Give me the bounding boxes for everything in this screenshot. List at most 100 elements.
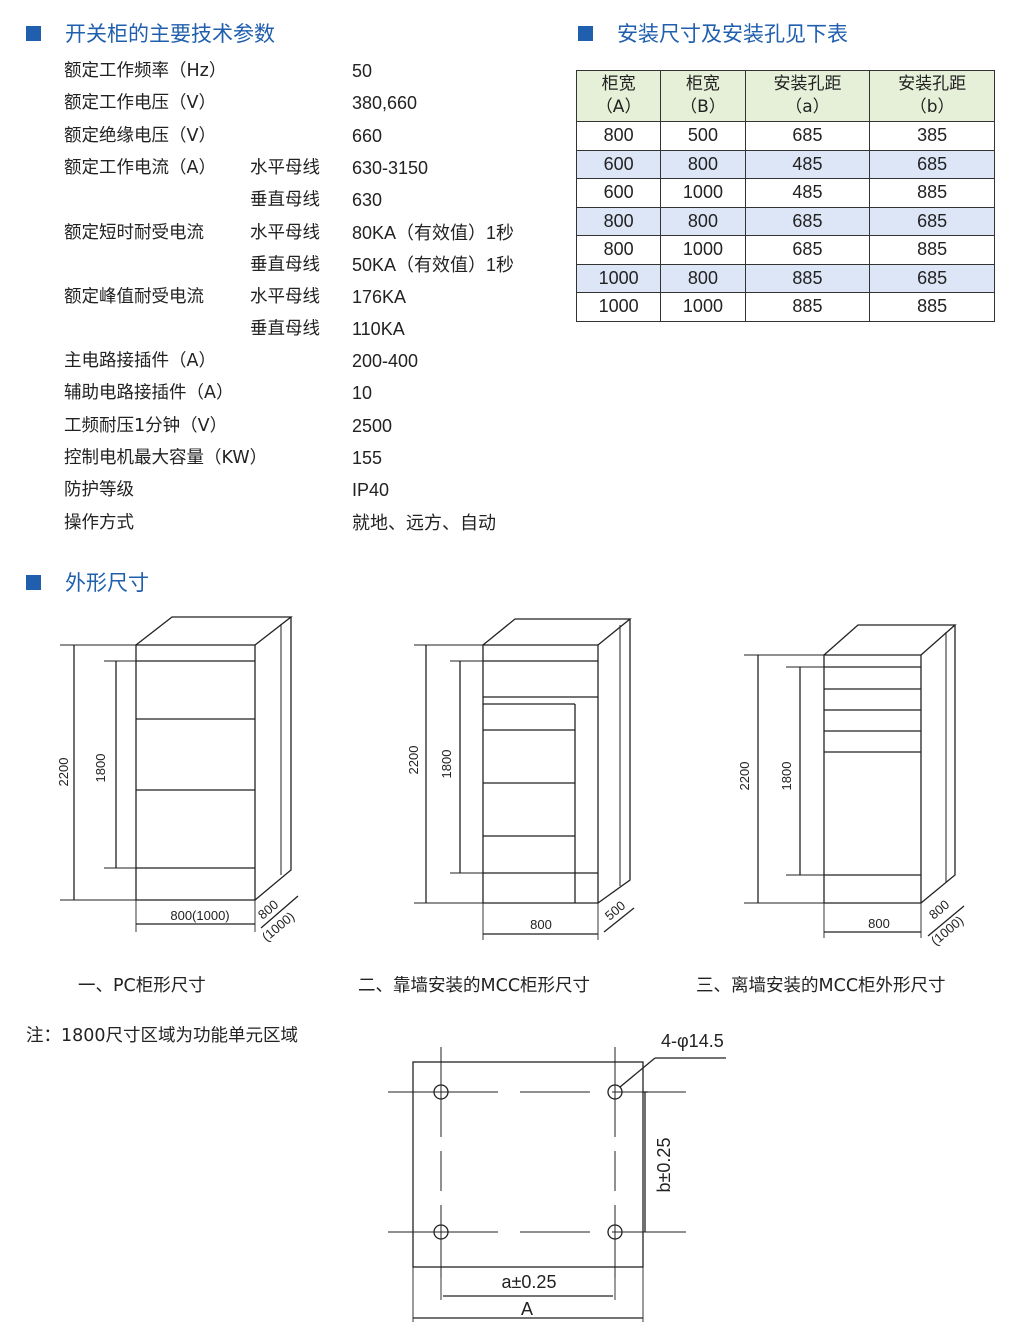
param-value: 660	[352, 126, 383, 146]
table-cell: 385	[869, 121, 995, 151]
dim-label-1800: 1800	[93, 754, 108, 783]
dim-line-depth	[927, 905, 965, 937]
param-value: 10	[352, 383, 373, 403]
mount-hole-icon	[433, 1224, 449, 1240]
table-cell: 885	[869, 292, 995, 322]
cabinet-top	[135, 616, 293, 646]
param-value: 80KA（有效值）1秒	[352, 223, 515, 243]
param-label: 防护等级	[64, 480, 134, 500]
dim-label-1800: 1800	[779, 762, 794, 791]
table-cell: 800	[660, 149, 746, 179]
header-line: （B）	[680, 97, 726, 117]
params-title-text: 开关柜的主要技术参数	[65, 22, 275, 46]
table-cell: 885	[744, 263, 871, 293]
param-sub: 水平母线	[250, 158, 320, 178]
param-sub: 垂直母线	[250, 255, 320, 275]
outline-title-text: 外形尺寸	[65, 571, 149, 595]
square-bullet-icon	[578, 25, 593, 41]
table-cell: 1000	[575, 292, 662, 322]
cabinet-side	[920, 625, 956, 904]
table-cell: 685	[869, 149, 995, 179]
dim-label-2200: 2200	[737, 762, 752, 791]
param-value: 630	[352, 190, 383, 210]
table-cell: 885	[869, 235, 995, 265]
square-bullet-icon	[26, 574, 41, 590]
dim-label-width: 800(1000)	[170, 908, 229, 923]
param-sub: 垂直母线	[250, 319, 320, 339]
table-cell: 485	[744, 178, 871, 208]
table-cell: 1000	[575, 263, 662, 293]
cabinet-top	[482, 618, 632, 646]
table-cell: 800	[575, 121, 662, 151]
param-label: 辅助电路接插件（A）	[64, 383, 234, 403]
table-cell: 685	[869, 206, 995, 236]
table-cell: 885	[869, 178, 995, 208]
param-value: 50KA（有效值）1秒	[352, 255, 515, 275]
header-line: 柜宽	[685, 74, 720, 94]
mcc-offwall-cabinet-drawing	[744, 624, 965, 938]
table-header-cell: 安装孔距（b）	[869, 70, 995, 122]
dim-label-depth: 800	[926, 897, 952, 922]
mount-title-text: 安装尺寸及安装孔见下表	[617, 22, 848, 46]
table-cell: 500	[660, 121, 746, 151]
a-tolerance-label: a±0.25	[502, 1272, 557, 1292]
param-label: 控制电机最大容量（KW）	[64, 448, 268, 468]
param-value: 155	[352, 448, 383, 468]
cabinet-side	[254, 617, 292, 901]
header-line: 安装孔距	[898, 74, 967, 94]
param-value: 2500	[352, 416, 393, 436]
cabinet-top	[823, 624, 957, 656]
dim-label-1800: 1800	[439, 750, 454, 779]
mcc-wall-cabinet-drawing	[414, 618, 635, 940]
cabinet-front	[135, 644, 256, 901]
cabinet-front	[482, 644, 599, 904]
param-label: 主电路接插件（A）	[64, 351, 216, 371]
param-value: IP40	[352, 480, 390, 500]
param-label: 额定工作电流（A）	[64, 158, 216, 178]
params-section-title: 开关柜的主要技术参数	[26, 18, 275, 48]
dim-label-depth-alt: (1000)	[928, 913, 966, 949]
holes-spec-label: 4-φ14.5	[661, 1031, 724, 1051]
mcc-wall-caption: 二、靠墙安装的MCC柜形尺寸	[358, 976, 591, 996]
table-cell: 485	[744, 149, 871, 179]
dim-label-2200: 2200	[406, 746, 421, 775]
leader-line	[619, 1057, 656, 1088]
mcc-offwall-caption: 三、离墙安装的MCC柜外形尺寸	[696, 976, 946, 996]
mount-hole-icon	[607, 1084, 623, 1100]
param-sub: 水平母线	[250, 287, 320, 307]
dim-label-depth: 500	[602, 898, 628, 923]
param-label: 额定峰值耐受电流	[64, 287, 204, 307]
table-cell: 1000	[660, 178, 746, 208]
table-cell: 685	[744, 206, 871, 236]
dim-label-2200: 2200	[56, 758, 71, 787]
param-value: 380,660	[352, 93, 418, 113]
table-header-cell: 柜宽 （B）	[660, 70, 746, 122]
dim-label-depth: 800	[255, 897, 281, 922]
table-cell: 1000	[660, 235, 746, 265]
table-cell: 800	[575, 206, 662, 236]
param-label: 额定绝缘电压（V）	[64, 126, 216, 146]
table-cell: 800	[660, 206, 746, 236]
param-value: 630-3150	[352, 158, 429, 178]
header-line: （A）	[595, 97, 642, 117]
outline-section-title: 外形尺寸	[26, 567, 149, 597]
table-header-cell: 安装孔距（a）	[744, 70, 871, 122]
dim-line-depth	[603, 907, 635, 933]
dim-label-depth-alt: (1000)	[259, 909, 297, 945]
pc-cabinet-drawing	[60, 616, 299, 932]
header-line: （a）	[785, 97, 830, 117]
mount-hole-icon	[433, 1084, 449, 1100]
mount-section-title: 安装尺寸及安装孔见下表	[578, 18, 848, 48]
param-value: 50	[352, 61, 373, 81]
param-value: 176KA	[352, 287, 407, 307]
param-value: 200-400	[352, 351, 419, 371]
param-label: 额定工作频率（Hz）	[64, 61, 227, 81]
table-cell: 885	[744, 292, 871, 322]
